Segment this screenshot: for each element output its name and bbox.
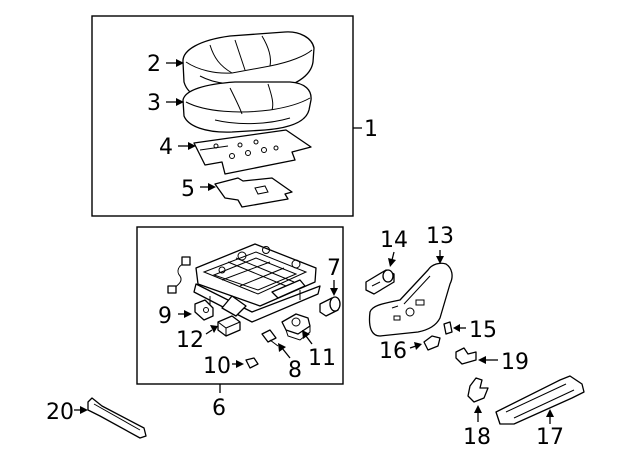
seat-frame-assembly bbox=[167, 243, 321, 323]
arrow-19 bbox=[478, 356, 486, 364]
part-19-clip bbox=[455, 347, 477, 365]
callout-14: 14 bbox=[380, 228, 408, 253]
arrow-10 bbox=[236, 360, 244, 368]
part-3-cushion-foam bbox=[182, 81, 312, 133]
callout-8: 8 bbox=[288, 358, 302, 383]
part-20-trim-strip bbox=[87, 397, 147, 439]
callout-3: 3 bbox=[147, 91, 161, 116]
callout-16: 16 bbox=[379, 339, 407, 364]
callout-18: 18 bbox=[463, 425, 491, 450]
callout-2: 2 bbox=[147, 52, 161, 77]
callout-17: 17 bbox=[536, 425, 564, 450]
part-11-bracket bbox=[281, 313, 311, 341]
callout-19: 19 bbox=[501, 350, 529, 375]
callout-1: 1 bbox=[364, 117, 378, 142]
callout-13: 13 bbox=[426, 224, 454, 249]
leader-14 bbox=[391, 251, 395, 261]
callout-11: 11 bbox=[308, 346, 336, 371]
arrow-7 bbox=[330, 288, 338, 296]
leader-12 bbox=[205, 329, 213, 335]
callout-12: 12 bbox=[176, 328, 204, 353]
part-13-side-shield bbox=[368, 262, 453, 337]
arrow-8 bbox=[278, 343, 286, 352]
part-17-track-cover bbox=[495, 375, 585, 425]
part-7-motor bbox=[319, 296, 341, 317]
leader-16 bbox=[409, 345, 417, 349]
part-8-bolt bbox=[261, 329, 279, 347]
callout-9: 9 bbox=[158, 304, 172, 329]
part-16-knob bbox=[423, 335, 441, 351]
arrow-9 bbox=[184, 310, 192, 318]
arrow-16 bbox=[414, 342, 422, 350]
part-9-switch bbox=[194, 299, 214, 321]
part-18-bracket bbox=[467, 377, 489, 403]
callout-5: 5 bbox=[181, 177, 195, 202]
arrow-11 bbox=[302, 330, 310, 339]
part-12-module bbox=[217, 315, 241, 337]
arrow-14 bbox=[388, 258, 396, 267]
part-10-clip bbox=[245, 357, 259, 369]
part-14-switch-knob bbox=[365, 269, 395, 295]
callout-10: 10 bbox=[203, 354, 231, 379]
part-5-sensor-pad bbox=[214, 177, 293, 208]
arrow-18 bbox=[474, 405, 482, 413]
leader-8 bbox=[281, 347, 291, 359]
arrow-20 bbox=[80, 406, 88, 414]
arrow-5 bbox=[208, 183, 216, 191]
arrow-13 bbox=[436, 256, 444, 264]
arrow-2 bbox=[176, 59, 184, 67]
callout-7: 7 bbox=[327, 256, 341, 281]
part-15-cap bbox=[443, 321, 453, 335]
arrow-12 bbox=[210, 325, 218, 333]
part-4-cushion-mat bbox=[193, 129, 312, 175]
leader-11 bbox=[305, 335, 313, 345]
frame-group-box bbox=[136, 226, 344, 385]
callout-15: 15 bbox=[469, 318, 497, 343]
callout-4: 4 bbox=[159, 135, 173, 160]
arrow-15 bbox=[453, 324, 460, 332]
arrow-3 bbox=[176, 98, 184, 106]
arrow-17 bbox=[546, 409, 554, 417]
callout-20: 20 bbox=[46, 400, 74, 425]
arrow-4 bbox=[188, 142, 196, 150]
callout-6: 6 bbox=[212, 396, 226, 421]
cushion-group-box bbox=[91, 15, 354, 217]
